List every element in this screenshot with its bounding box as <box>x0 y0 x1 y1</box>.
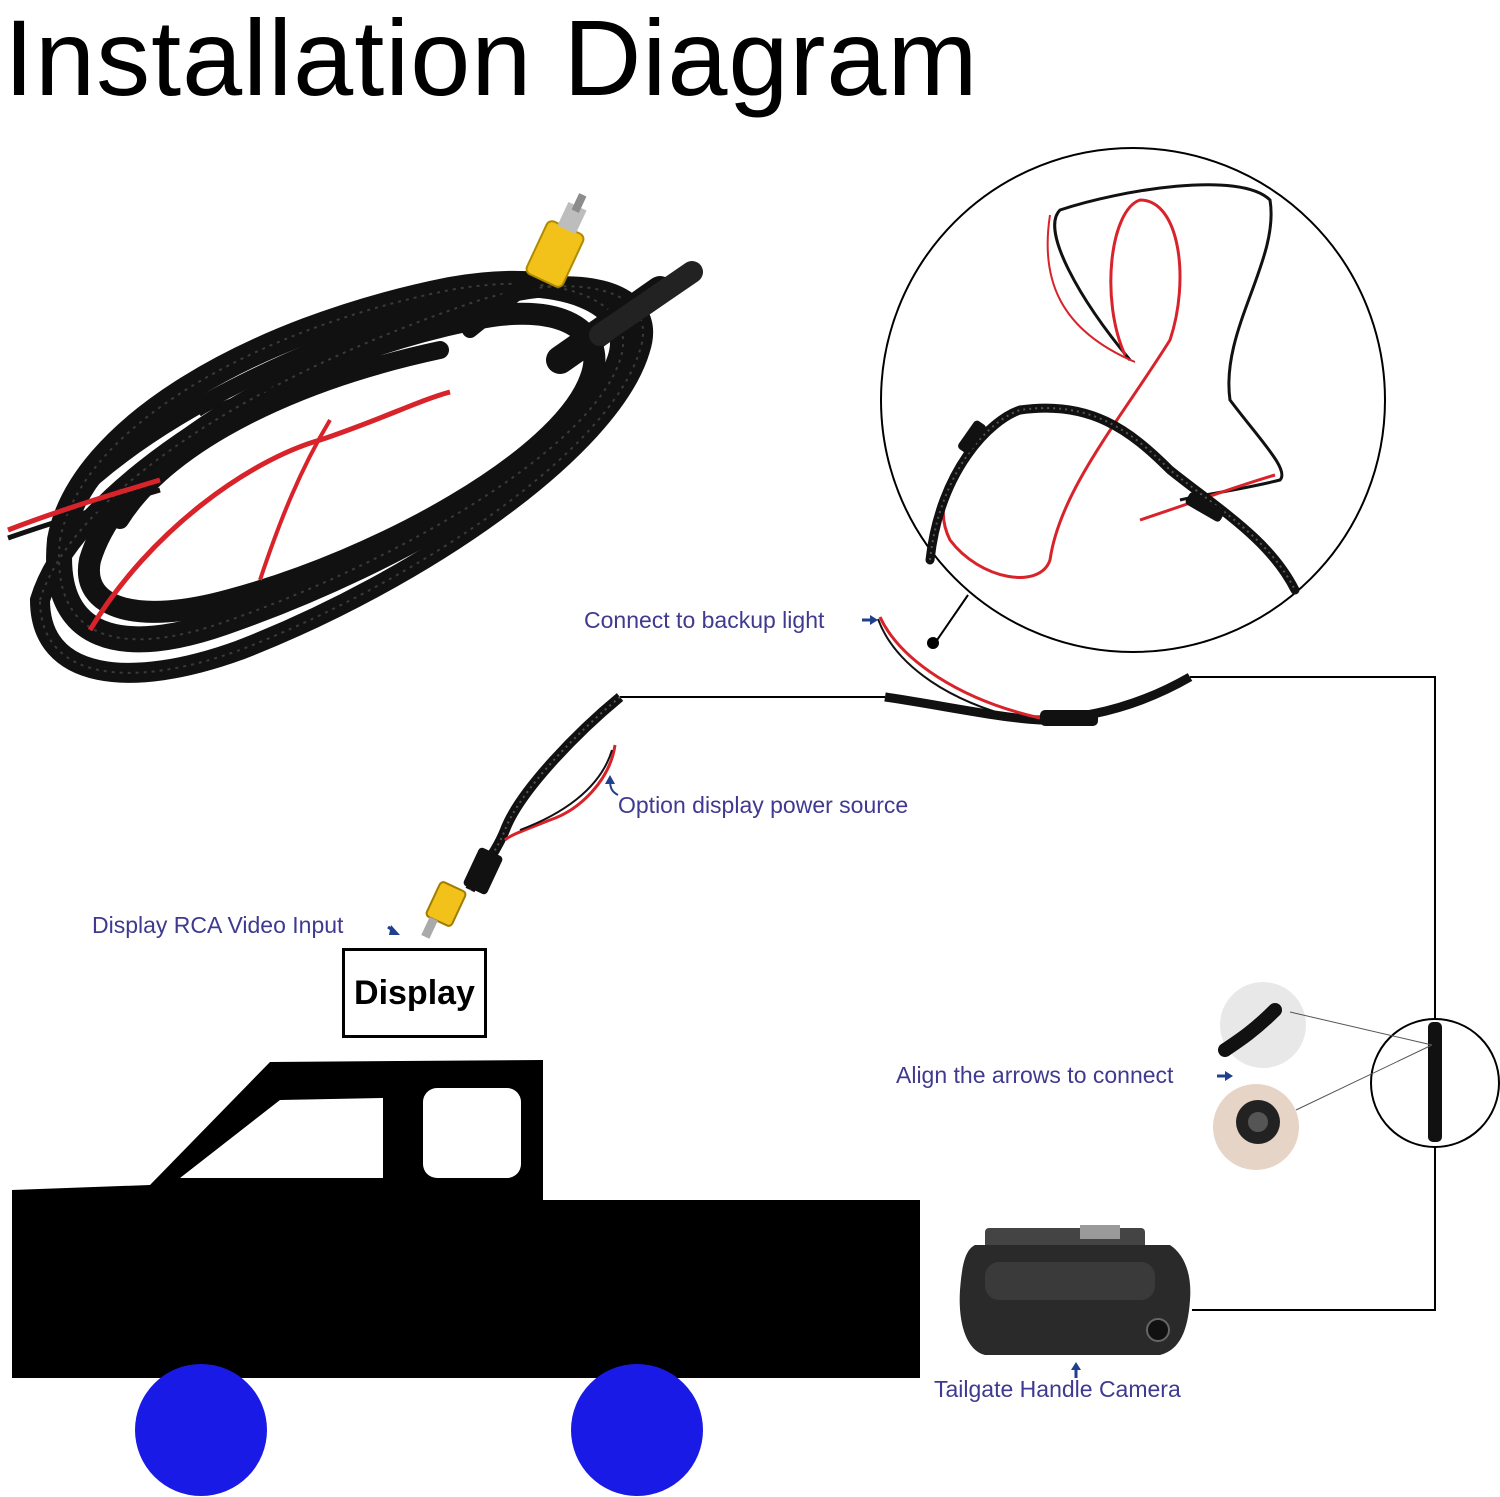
label-rca-input: Display RCA Video Input <box>92 912 344 938</box>
truck-silhouette <box>12 1060 920 1496</box>
arrow-right-icon <box>1217 1071 1233 1081</box>
label-display-power: Option display power source <box>618 792 909 818</box>
arrow-down-right-icon <box>387 925 400 935</box>
connector-detail <box>1213 982 1500 1170</box>
label-align-arrows: Align the arrows to connect <box>896 1062 1174 1088</box>
display-label: Display <box>354 973 475 1012</box>
wire-detail-circle <box>880 147 1386 653</box>
page-title: Installation Diagram <box>4 0 979 118</box>
display-box: Display <box>342 948 487 1038</box>
label-camera: Tailgate Handle Camera <box>934 1376 1181 1402</box>
label-backup-light: Connect to backup light <box>584 607 825 633</box>
tailgate-camera-photo <box>959 1225 1191 1355</box>
harness-cable <box>421 616 1436 1311</box>
arrow-down-left-icon <box>605 775 619 796</box>
arrow-right-icon <box>862 615 878 625</box>
arrow-up-icon <box>1071 1362 1081 1378</box>
front-wheel <box>135 1364 267 1496</box>
cable-bundle-photo <box>7 193 703 683</box>
rear-wheel <box>571 1364 703 1496</box>
